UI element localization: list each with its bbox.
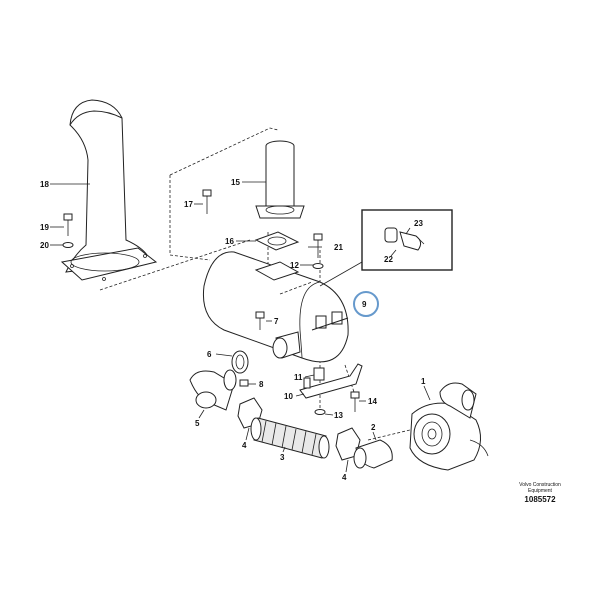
callout-13: 13 (334, 411, 343, 420)
callout-6: 6 (207, 350, 212, 359)
callout-labels: 18 19 20 15 17 16 21 12 9 7 6 8 11 10 13… (40, 178, 426, 482)
callout-4-left: 4 (242, 441, 247, 450)
elbow-pipe-5 (189, 369, 237, 411)
callout-4-right: 4 (342, 473, 347, 482)
elbow-adapter-2 (353, 439, 393, 469)
callout-17: 17 (184, 200, 193, 209)
gasket-16 (254, 231, 300, 251)
callout-12: 12 (290, 261, 299, 270)
callout-19: 19 (40, 223, 49, 232)
callout-3: 3 (280, 453, 285, 462)
callout-10: 10 (284, 392, 293, 401)
credit-company-line2: Equipment (528, 488, 553, 494)
exhaust-stack-pipe (60, 99, 158, 281)
callout-20: 20 (40, 241, 49, 250)
bolt-17 (202, 189, 212, 214)
bracket-10 (299, 363, 363, 399)
muffler-inlet-stub (272, 331, 301, 359)
callout-21: 21 (334, 243, 343, 252)
callout-23: 23 (414, 219, 423, 228)
credit-company: Volvo Construction (519, 482, 561, 488)
washer-20 (62, 242, 74, 248)
callout-14: 14 (368, 397, 377, 406)
drawing-number: 1085572 (524, 495, 556, 504)
nut-8 (239, 379, 249, 387)
highlight-circle (353, 291, 379, 317)
turbocharger (409, 382, 489, 471)
washer-12 (312, 263, 324, 269)
muffler (202, 251, 349, 363)
callout-16: 16 (225, 237, 234, 246)
callout-5: 5 (195, 419, 200, 428)
spacer-11 (313, 367, 325, 381)
callout-8: 8 (259, 380, 264, 389)
bolt-21 (313, 233, 323, 258)
detail-inset (319, 209, 453, 287)
callout-11: 11 (294, 373, 303, 382)
callout-7: 7 (274, 317, 279, 326)
flexible-pipe-3 (250, 417, 330, 459)
leader-lines (50, 181, 431, 473)
callout-9: 9 (362, 300, 367, 309)
callout-2: 2 (371, 423, 376, 432)
bolt-14 (350, 391, 360, 412)
callout-15: 15 (231, 178, 240, 187)
callout-18: 18 (40, 180, 49, 189)
nut-13 (314, 409, 326, 415)
v-band-clamp-6 (231, 350, 249, 374)
callout-22: 22 (384, 255, 393, 264)
bolt-7 (255, 311, 265, 330)
credit-block: Volvo Construction Equipment 1085572 (519, 482, 561, 504)
pipe-section-15 (255, 140, 305, 219)
bolt-19 (63, 213, 73, 236)
callout-1: 1 (421, 377, 426, 386)
